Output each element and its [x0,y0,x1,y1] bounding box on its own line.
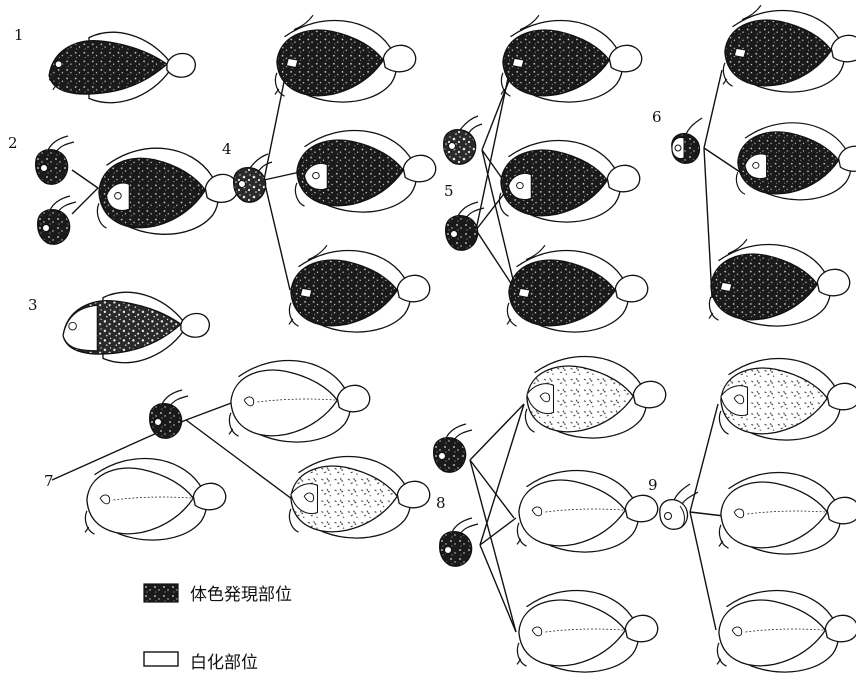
label-2: 2 [8,134,18,152]
label-9: 9 [648,476,658,494]
fish-figure-3 [63,292,209,363]
label-4: 4 [222,140,232,158]
fish-figure-8 [434,356,666,672]
fish-figure-6 [672,5,856,326]
fish-figure-1 [49,32,195,103]
label-8: 8 [436,494,446,512]
fish-figure-2 [36,136,238,244]
fish-figure-4 [234,15,436,332]
label-5: 5 [444,182,454,200]
connector-lines [52,70,740,632]
legend-label-pigmented: 体色発現部位 [190,580,292,605]
legend-swatch-albino [144,652,178,666]
label-6: 6 [652,108,662,126]
label-1: 1 [14,26,24,44]
label-7: 7 [44,472,54,490]
fish-figure-5 [444,15,648,332]
fish-figure-9 [660,358,856,672]
fish-figure-7 [85,360,430,540]
label-3: 3 [28,296,38,314]
legend-swatch-pigmented [144,584,178,602]
legend-label-albino: 白化部位 [190,648,258,673]
